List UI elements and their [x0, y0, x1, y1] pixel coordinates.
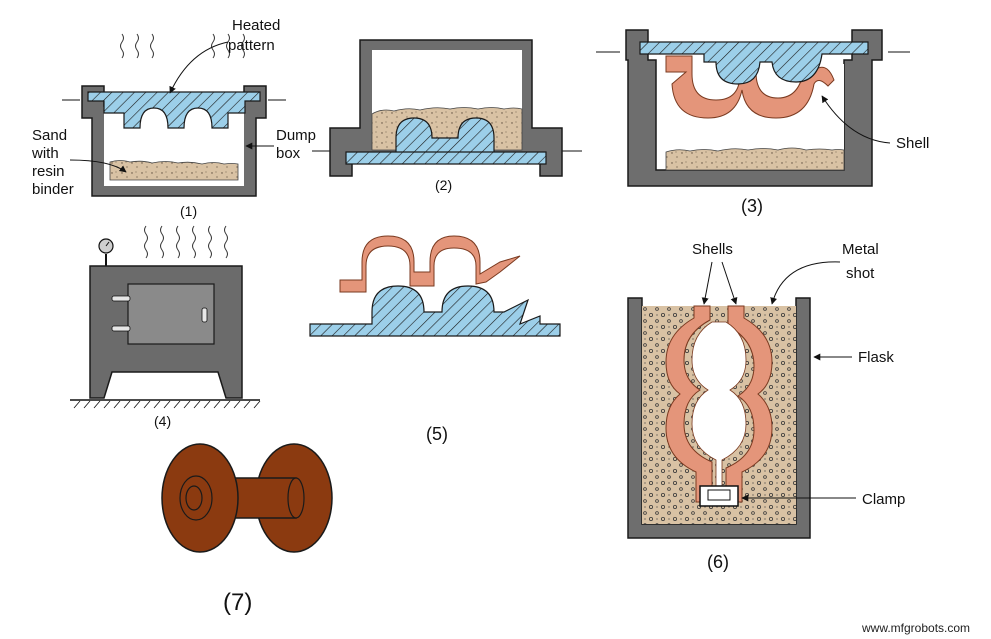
metal-shot-label-2: shot	[846, 265, 875, 282]
heated-pattern-1	[87, 91, 261, 129]
caption-7: (7)	[223, 589, 252, 616]
shell-label-3: Shell	[896, 135, 929, 152]
shell-leader-3	[821, 95, 891, 144]
sand-label-2: with	[31, 145, 59, 162]
dump-box-label-2: box	[276, 145, 301, 162]
caption-6: (6)	[707, 552, 729, 572]
panel-2-inverted-box: (2)	[312, 39, 582, 193]
clamp-inner	[707, 489, 731, 501]
watermark: www.mfgrobots.com	[861, 621, 970, 635]
floor-hatch	[73, 400, 261, 409]
panel-3-shell-formed: Shell (3)	[596, 29, 929, 216]
pattern-2	[345, 117, 547, 165]
shell-3	[665, 55, 835, 119]
sand-label-4: binder	[32, 181, 74, 198]
pattern-5	[309, 285, 561, 337]
clamp	[699, 485, 739, 507]
caption-2: (2)	[435, 177, 452, 193]
sand-3	[665, 147, 845, 171]
heated-pattern-label-1: Heated	[232, 17, 280, 34]
door-hinge-bottom	[111, 325, 131, 332]
caption-3: (3)	[741, 196, 763, 216]
pattern-3	[639, 41, 869, 85]
door-handle	[201, 307, 208, 323]
caption-1: (1)	[180, 203, 197, 219]
panel-6-flask: Shells Metal shot Flask Clamp (6)	[627, 241, 905, 572]
panel-7-casting: (7)	[161, 443, 333, 616]
panel-5-stripping: (5)	[309, 235, 561, 444]
shells-label: Shells	[692, 241, 733, 258]
sand-leader	[69, 159, 127, 173]
metal-shot-leader	[770, 261, 841, 305]
caption-5: (5)	[426, 424, 448, 444]
sand-1	[109, 160, 239, 181]
door-hinge-top	[111, 295, 131, 302]
stripped-shell-5	[339, 235, 521, 293]
heat-waves-4	[144, 225, 228, 259]
shells-leader-right	[721, 261, 738, 305]
metal-shot-label-1: Metal	[842, 241, 879, 258]
caption-4: (4)	[154, 413, 171, 429]
heat-waves-1	[120, 33, 245, 59]
casting-bore	[185, 485, 203, 511]
heated-pattern-leader	[169, 41, 229, 94]
clamp-label: Clamp	[862, 491, 905, 508]
shells-leader-left	[701, 261, 713, 305]
sand-label-1: Sand	[32, 127, 67, 144]
panel-4-oven: (4)	[70, 225, 261, 429]
flask-label: Flask	[858, 349, 894, 366]
sand-label-3: resin	[32, 163, 65, 180]
temperature-gauge-icon	[98, 238, 114, 266]
dump-box-label-1: Dump	[276, 127, 316, 144]
panel-1-dump-box: Heated pattern Sand with resin binder Du…	[31, 17, 316, 219]
oven-door	[127, 283, 215, 345]
heated-pattern-label-2: pattern	[228, 37, 275, 54]
casting-shaft-end	[287, 477, 305, 519]
shells-6	[665, 305, 773, 503]
